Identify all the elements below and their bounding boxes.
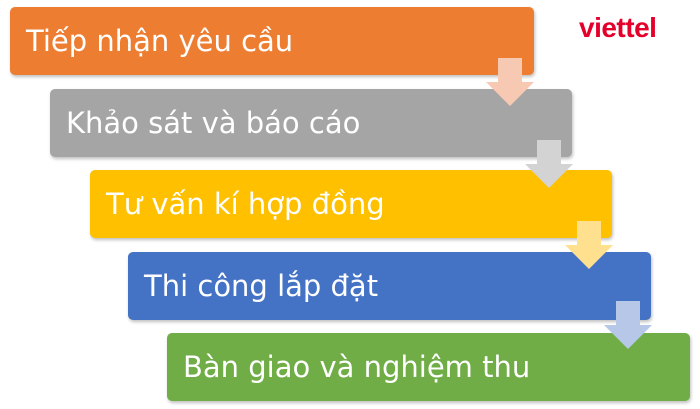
step-2-label: Khảo sát và báo cáo [66,106,361,140]
step-1-label: Tiếp nhận yêu cầu [26,24,294,58]
step-4-box: Thi công lắp đặt [128,252,651,320]
down-arrow-icon [604,301,652,349]
step-4-label: Thi công lắp đặt [144,269,379,303]
viettel-logo-text: viettel [579,12,657,43]
viettel-logo: viettel [579,12,657,43]
down-arrow-icon [525,140,573,188]
step-3-box: Tư vấn kí hợp đồng [90,170,612,238]
step-5-label: Bàn giao và nghiệm thu [183,350,531,384]
step-5-box: Bàn giao và nghiệm thu [167,333,690,401]
step-1-box: Tiếp nhận yêu cầu [10,7,534,75]
step-2-box: Khảo sát và báo cáo [50,89,572,157]
down-arrow-icon [486,58,534,106]
down-arrow-icon [565,221,613,269]
step-3-label: Tư vấn kí hợp đồng [106,187,385,221]
